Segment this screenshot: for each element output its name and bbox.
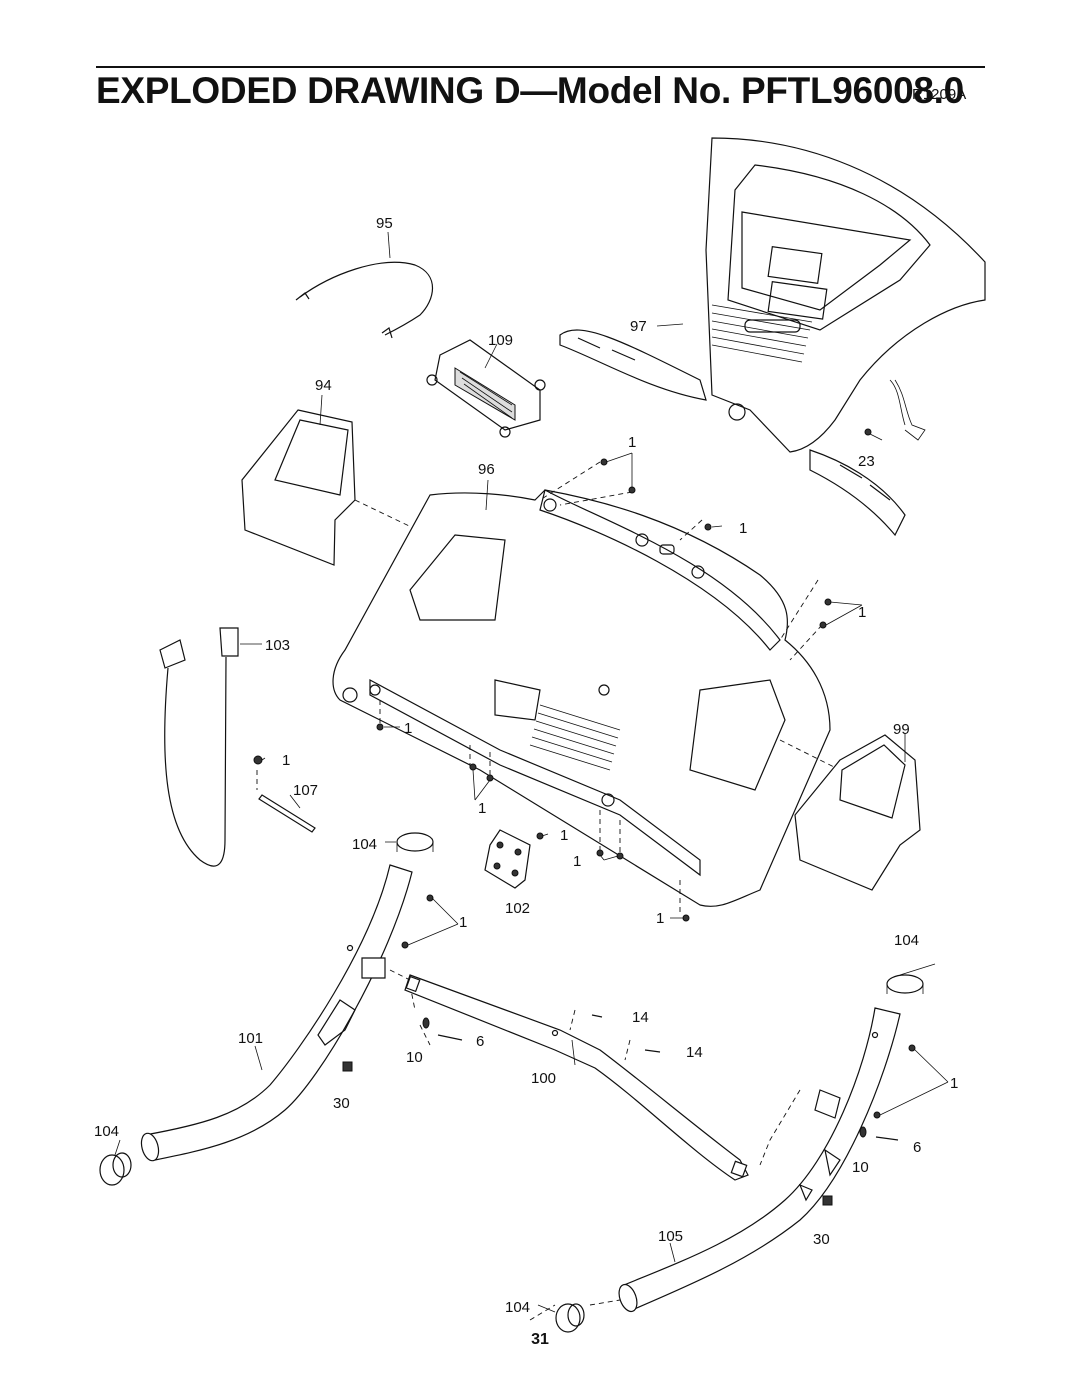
callout-99: 99 [893, 721, 910, 738]
callout-94: 94 [315, 377, 332, 394]
page-title: EXPLODED DRAWING D—Model No. PFTL96008.0 [96, 70, 964, 111]
callout-30-a: 30 [333, 1095, 350, 1112]
callout-95: 95 [376, 215, 393, 232]
callout-96: 96 [478, 461, 495, 478]
callout-104-c: 104 [94, 1123, 119, 1140]
callout-101: 101 [238, 1030, 263, 1047]
part-95-cable [295, 231, 433, 339]
part-96-hood [332, 479, 831, 907]
part-102-plate [484, 829, 531, 889]
callout-14-a: 14 [632, 1009, 649, 1026]
callout-105: 105 [658, 1228, 683, 1245]
part-105-right-upright [618, 1007, 901, 1313]
callout-1-right-2: 1 [858, 604, 866, 621]
hood-vents [529, 704, 621, 771]
callout-1-bracket: 1 [560, 827, 568, 844]
title-rule [96, 66, 985, 68]
part-100-crossbar [404, 974, 749, 1181]
callout-6-a: 6 [476, 1033, 484, 1050]
console-vents [711, 304, 813, 363]
callout-1-left: 1 [404, 720, 412, 737]
callout-14-b: 14 [686, 1044, 703, 1061]
callout-97: 97 [630, 318, 647, 335]
callout-1-upright-right: 1 [950, 1075, 958, 1092]
part-94-cup-holder [241, 394, 481, 566]
part-101-left-upright [140, 864, 413, 1162]
page-number: 31 [531, 1331, 549, 1348]
callout-104-b: 104 [894, 932, 919, 949]
part-103-safety-key [159, 627, 262, 867]
callout-103: 103 [265, 637, 290, 654]
part-99-cup-holder [794, 733, 921, 891]
callout-1-mid: 1 [478, 800, 486, 817]
callout-10-b: 10 [852, 1159, 869, 1176]
part-104-end-caps [99, 832, 936, 1333]
callout-1-lower: 1 [573, 853, 581, 870]
callout-1-knob: 1 [282, 752, 290, 769]
callout-102: 102 [505, 900, 530, 917]
callout-104-d: 104 [505, 1299, 530, 1316]
part-97-console [559, 137, 986, 537]
callout-1-right-1: 1 [739, 520, 747, 537]
callout-1-front-left: 1 [459, 914, 467, 931]
callout-23: 23 [858, 453, 875, 470]
callout-labels: 95 97 109 94 96 23 103 99 107 104 102 10… [94, 215, 958, 1316]
callout-6-b: 6 [913, 1139, 921, 1156]
callout-10-a: 10 [406, 1049, 423, 1066]
part-107-cable-tie [258, 794, 316, 833]
callout-1-bottom: 1 [656, 910, 664, 927]
callout-104-a: 104 [352, 836, 377, 853]
callout-100: 100 [531, 1070, 556, 1087]
fasteners [253, 428, 949, 1206]
drawing-code: R1209A [912, 86, 967, 103]
callout-30-b: 30 [813, 1231, 830, 1248]
part-109-bracket [426, 339, 546, 438]
callout-109: 109 [488, 332, 513, 349]
callout-1-top: 1 [628, 434, 636, 451]
callout-107: 107 [293, 782, 318, 799]
